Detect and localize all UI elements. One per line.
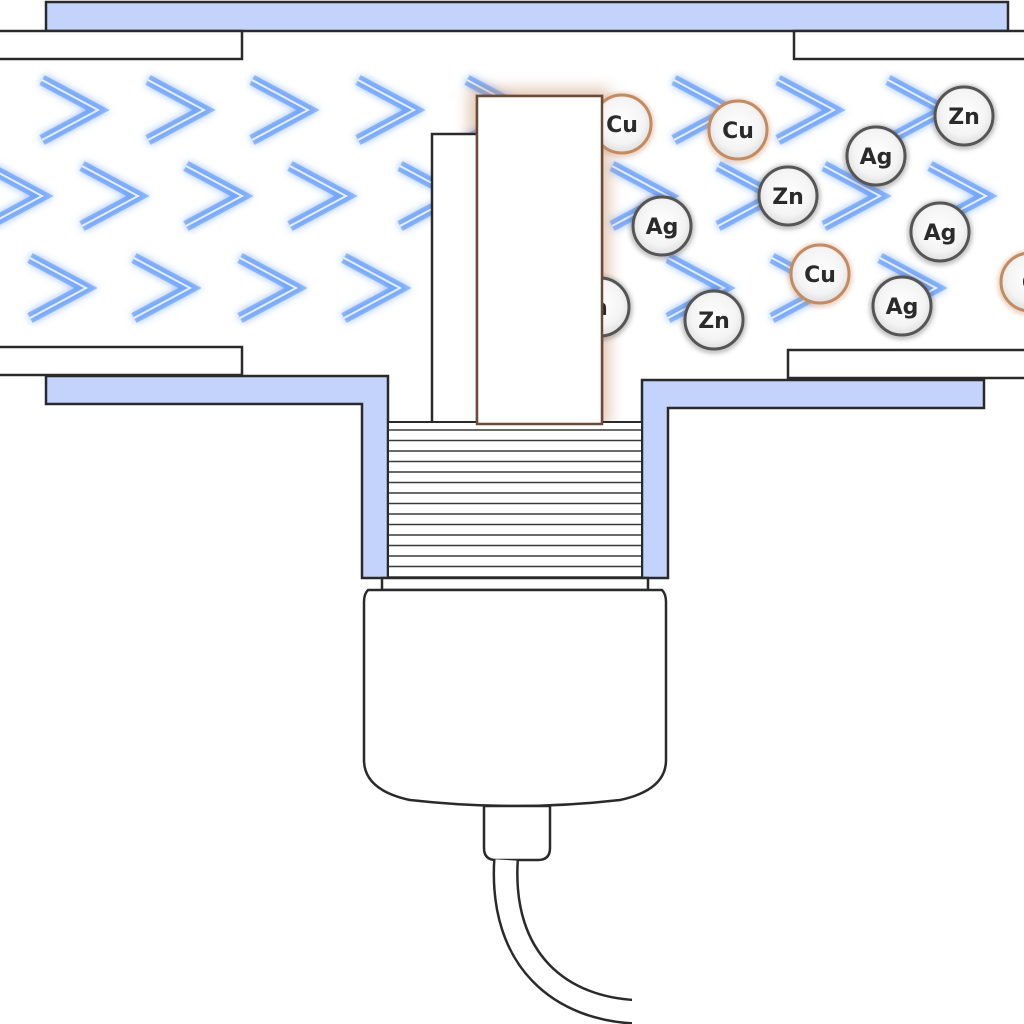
ion-label: Cu <box>606 113 638 138</box>
bottom-pipe-wall-right <box>640 378 986 580</box>
top-right-flange <box>792 29 1024 61</box>
chevron-highlight <box>133 257 193 319</box>
ion-ag: Ag <box>843 124 909 190</box>
top-left-flange <box>0 29 244 61</box>
bottom-right-flange <box>786 348 1024 380</box>
housing-cap <box>362 588 668 808</box>
ion-circle-icon <box>871 275 933 337</box>
fitting-collar <box>380 576 650 592</box>
cable-gland <box>482 804 552 862</box>
ion-cu: Cu <box>589 92 655 158</box>
chevron-highlight <box>147 79 207 141</box>
chevron-highlight <box>823 165 883 227</box>
chevron-right-icon <box>183 161 254 231</box>
ion-cu: C <box>997 251 1024 315</box>
chevron-right-icon <box>341 253 412 323</box>
chevron-highlight <box>29 257 89 319</box>
chevron-highlight <box>185 165 245 227</box>
chevron-highlight <box>357 79 417 141</box>
ion-cu: Cu <box>705 98 771 164</box>
chevron-highlight <box>81 165 141 227</box>
ion-ag: Ag <box>869 274 935 340</box>
ion-label: Zn <box>772 185 804 210</box>
ion-label: Zn <box>698 309 730 334</box>
ion-label: Zn <box>948 105 980 130</box>
chevron-right-icon <box>145 75 216 145</box>
ion-ag: Ag <box>907 200 973 266</box>
power-cable-inner <box>495 859 641 1023</box>
chevron-highlight <box>41 79 101 141</box>
ion-circle-icon <box>999 252 1024 312</box>
ion-circle-icon <box>909 201 971 263</box>
ion-zn: Zn <box>681 288 747 354</box>
ion-circle-icon <box>683 289 745 351</box>
chevron-highlight <box>0 172 45 220</box>
chevron-highlight <box>343 257 403 319</box>
chevron-right-icon <box>237 253 308 323</box>
ion-circle-icon <box>933 85 995 147</box>
ion-label: Ag <box>886 295 919 320</box>
chevron-right-icon <box>0 167 54 225</box>
ion-label: Ag <box>924 221 957 246</box>
bottom-left-flange <box>0 345 244 377</box>
front-electrode-overlay <box>475 94 604 426</box>
chevron-highlight <box>239 257 299 319</box>
ion-label: C <box>1022 271 1024 296</box>
ion-zn: Zn <box>931 84 997 150</box>
ion-label: Ag <box>860 145 893 170</box>
ion-circle-icon <box>845 125 907 187</box>
ion-label: Cu <box>722 119 754 144</box>
chevron-right-icon <box>775 75 846 145</box>
chevron-right-icon <box>287 161 358 231</box>
ion-circle-icon <box>707 99 769 161</box>
back-electrode <box>430 132 484 426</box>
ion-label: Ag <box>646 215 679 240</box>
ion-label: Cu <box>804 263 836 288</box>
chevron-right-icon <box>27 253 98 323</box>
bottom-pipe-wall-left <box>44 374 390 580</box>
ion-cu: Cu <box>787 242 853 308</box>
chevron-right-icon <box>39 75 110 145</box>
chevron-right-icon <box>131 253 202 323</box>
chevron-highlight <box>289 165 349 227</box>
chevron-highlight <box>777 79 837 141</box>
ion-circle-icon <box>789 243 851 305</box>
chevron-right-icon <box>355 75 426 145</box>
threaded-fitting <box>387 421 643 579</box>
ion-ag: Ag <box>629 194 695 260</box>
chevron-right-icon <box>249 75 320 145</box>
ion-circle-icon <box>631 195 693 257</box>
ion-zn: Zn <box>755 164 821 230</box>
top-pipe-wall <box>44 0 1010 33</box>
metal-ions: CuCuZnAgZnAgAgnZnCuAgC <box>475 84 1024 426</box>
chevron-right-icon <box>79 161 150 231</box>
chevron-highlight <box>251 79 311 141</box>
ion-circle-icon <box>757 165 819 227</box>
